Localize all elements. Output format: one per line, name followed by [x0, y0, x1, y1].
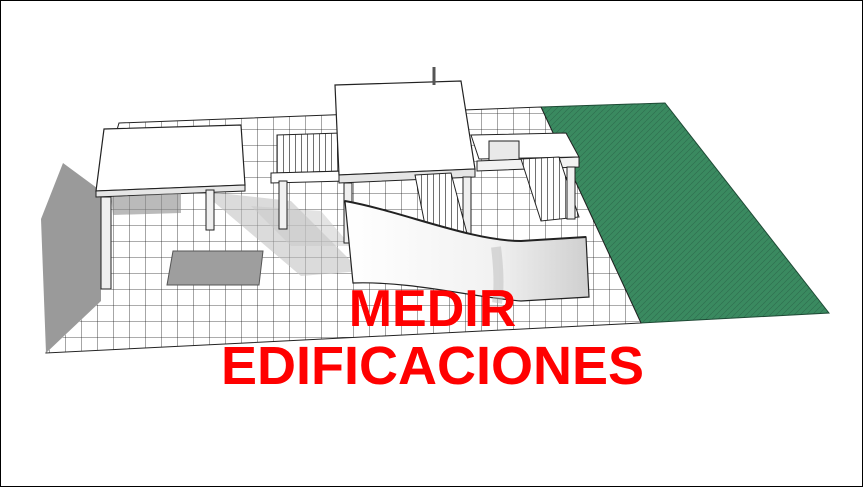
title-line-1: MEDIR: [348, 280, 517, 338]
pergola-right: [520, 156, 580, 222]
title-line-2: EDIFICACIONES: [220, 336, 645, 396]
left-shadow: [41, 163, 101, 353]
right-frame: [470, 132, 580, 160]
left-roof: [95, 124, 246, 192]
pool-area: [166, 250, 264, 286]
pergola-left: [276, 132, 342, 174]
center-roof: [334, 80, 476, 176]
